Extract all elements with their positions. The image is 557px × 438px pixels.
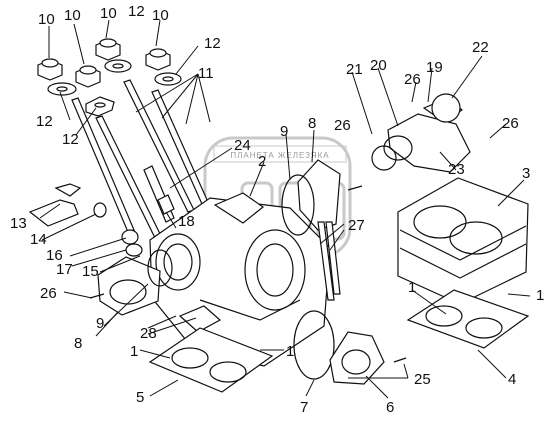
label-18: 18 [178, 213, 195, 230]
label-23: 23 [448, 161, 465, 178]
label-8: 8 [308, 115, 316, 132]
label-24: 24 [234, 137, 251, 154]
head-gasket [148, 327, 274, 393]
label-3: 3 [522, 165, 530, 182]
label-17: 17 [56, 261, 73, 278]
label-9: 9 [96, 315, 104, 332]
label-5: 5 [136, 389, 144, 406]
label-12: 12 [204, 35, 221, 52]
label-1: 1 [408, 279, 416, 296]
label-19: 19 [426, 59, 443, 76]
label-2: 2 [258, 153, 266, 170]
intake-manifold [371, 93, 471, 173]
label-1: 1 [286, 343, 294, 360]
leader-lines [39, 19, 531, 399]
o-ring-and-cover [293, 310, 385, 385]
base-gasket [406, 289, 530, 349]
o-ring-gaskets [147, 174, 315, 287]
label-13: 13 [10, 215, 27, 232]
callout-labels: 10 10 10 12 10 12 11 12 12 24 9 8 26 2 2… [10, 3, 544, 416]
label-28: 28 [140, 325, 157, 342]
label-21: 21 [346, 61, 363, 78]
head-covers [97, 159, 341, 316]
label-10: 10 [152, 7, 169, 24]
label-11: 11 [198, 65, 214, 82]
label-1: 1 [130, 343, 138, 360]
label-26: 26 [404, 71, 421, 88]
label-12: 12 [36, 113, 53, 130]
label-15: 15 [82, 263, 99, 280]
label-20: 20 [370, 57, 387, 74]
label-26: 26 [40, 285, 57, 302]
bolts [89, 185, 407, 363]
label-26: 26 [502, 115, 519, 132]
label-16: 16 [46, 247, 63, 264]
cylinder-head [149, 192, 331, 367]
label-4: 4 [508, 371, 516, 388]
label-27: 27 [348, 217, 365, 234]
label-12: 12 [62, 131, 79, 148]
label-22: 22 [472, 39, 489, 56]
watermark-text: ПЛАНЕТА ЖЕЛЕЗЯКА [230, 151, 329, 160]
small-parts-left [28, 183, 143, 257]
cap-nuts [37, 38, 171, 88]
label-7: 7 [300, 399, 308, 416]
label-1: 1 [536, 287, 544, 304]
label-9: 9 [280, 123, 288, 140]
label-6: 6 [386, 399, 394, 416]
cylinder-block [397, 177, 529, 305]
label-25: 25 [414, 371, 431, 388]
label-12: 12 [128, 3, 145, 20]
studs [71, 79, 217, 249]
label-10: 10 [64, 7, 81, 24]
label-10: 10 [38, 11, 55, 28]
spark-plug [143, 165, 175, 223]
label-8: 8 [74, 335, 82, 352]
label-10: 10 [100, 5, 117, 22]
label-14: 14 [30, 231, 47, 248]
label-26: 26 [334, 117, 351, 134]
